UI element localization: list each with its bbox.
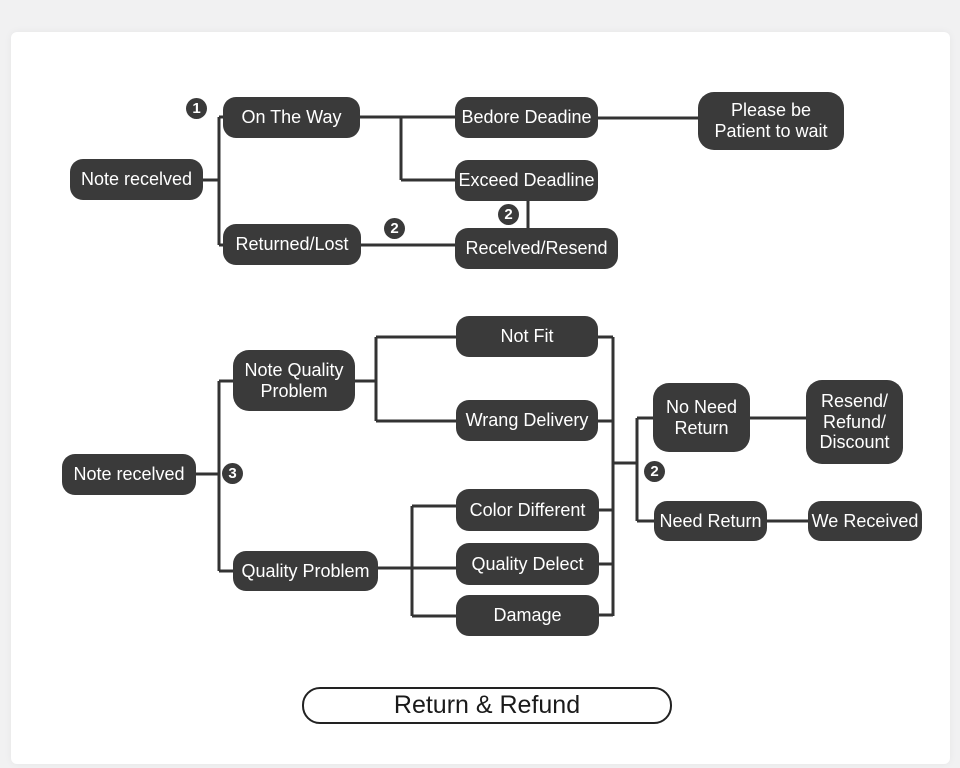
node-before-deadline: Bedore Deadine (455, 97, 598, 138)
badge-step-3: 3 (222, 463, 243, 484)
node-we-received: We Received (808, 501, 922, 541)
node-note-received-1: Note recelved (70, 159, 203, 200)
node-need-return: Need Return (654, 501, 767, 541)
badge-step-2-branch: 2 (644, 461, 665, 482)
badge-step-2-exceed: 2 (498, 204, 519, 225)
diagram-title: Return & Refund (302, 687, 672, 724)
node-returned-lost: Returned/Lost (223, 224, 361, 265)
content-panel (11, 32, 950, 764)
node-wrong-delivery: Wrang Delivery (456, 400, 598, 441)
node-received-resend: Recelved/Resend (455, 228, 618, 269)
badge-step-1: 1 (186, 98, 207, 119)
node-quality-problem: Quality Problem (233, 551, 378, 591)
node-no-need-return: No Need Return (653, 383, 750, 452)
node-resend-refund-discount: Resend/ Refund/ Discount (806, 380, 903, 464)
node-on-the-way: On The Way (223, 97, 360, 138)
node-exceed-deadline: Exceed Deadline (455, 160, 598, 201)
node-color-different: Color Different (456, 489, 599, 531)
node-quality-defect: Quality Delect (456, 543, 599, 585)
badge-step-2-returned: 2 (384, 218, 405, 239)
node-not-fit: Not Fit (456, 316, 598, 357)
node-note-received-2: Note recelved (62, 454, 196, 495)
node-note-quality-problem: Note Quality Problem (233, 350, 355, 411)
node-please-wait: Please be Patient to wait (698, 92, 844, 150)
node-damage: Damage (456, 595, 599, 636)
